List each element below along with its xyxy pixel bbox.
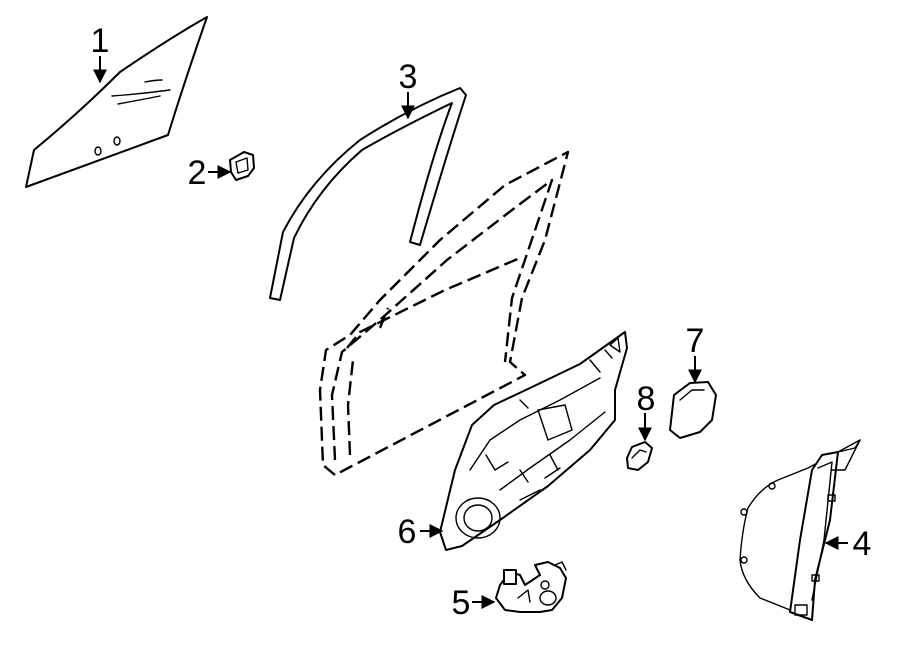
- leader-lines: [93, 56, 848, 609]
- door-glass: [25, 16, 208, 188]
- hole-cover-seal: [669, 381, 717, 439]
- callout-4: 4: [853, 525, 872, 563]
- door-module-panel: [439, 331, 628, 551]
- regulator-motor: [495, 561, 567, 613]
- door-shell-outline: [318, 150, 570, 477]
- callout-1: 1: [91, 22, 110, 60]
- callout-3: 3: [399, 58, 418, 96]
- window-regulator: [739, 439, 861, 621]
- callout-6: 6: [398, 513, 417, 551]
- callout-2: 2: [188, 154, 207, 192]
- glass-clip: [229, 151, 255, 181]
- callout-7: 7: [686, 322, 705, 360]
- access-plug: [626, 441, 653, 471]
- callout-5: 5: [452, 584, 471, 622]
- glass-run-channel: [269, 87, 467, 301]
- callout-8: 8: [637, 380, 656, 418]
- callout-labels: 1 2 3 4 5 6 7 8: [91, 22, 872, 622]
